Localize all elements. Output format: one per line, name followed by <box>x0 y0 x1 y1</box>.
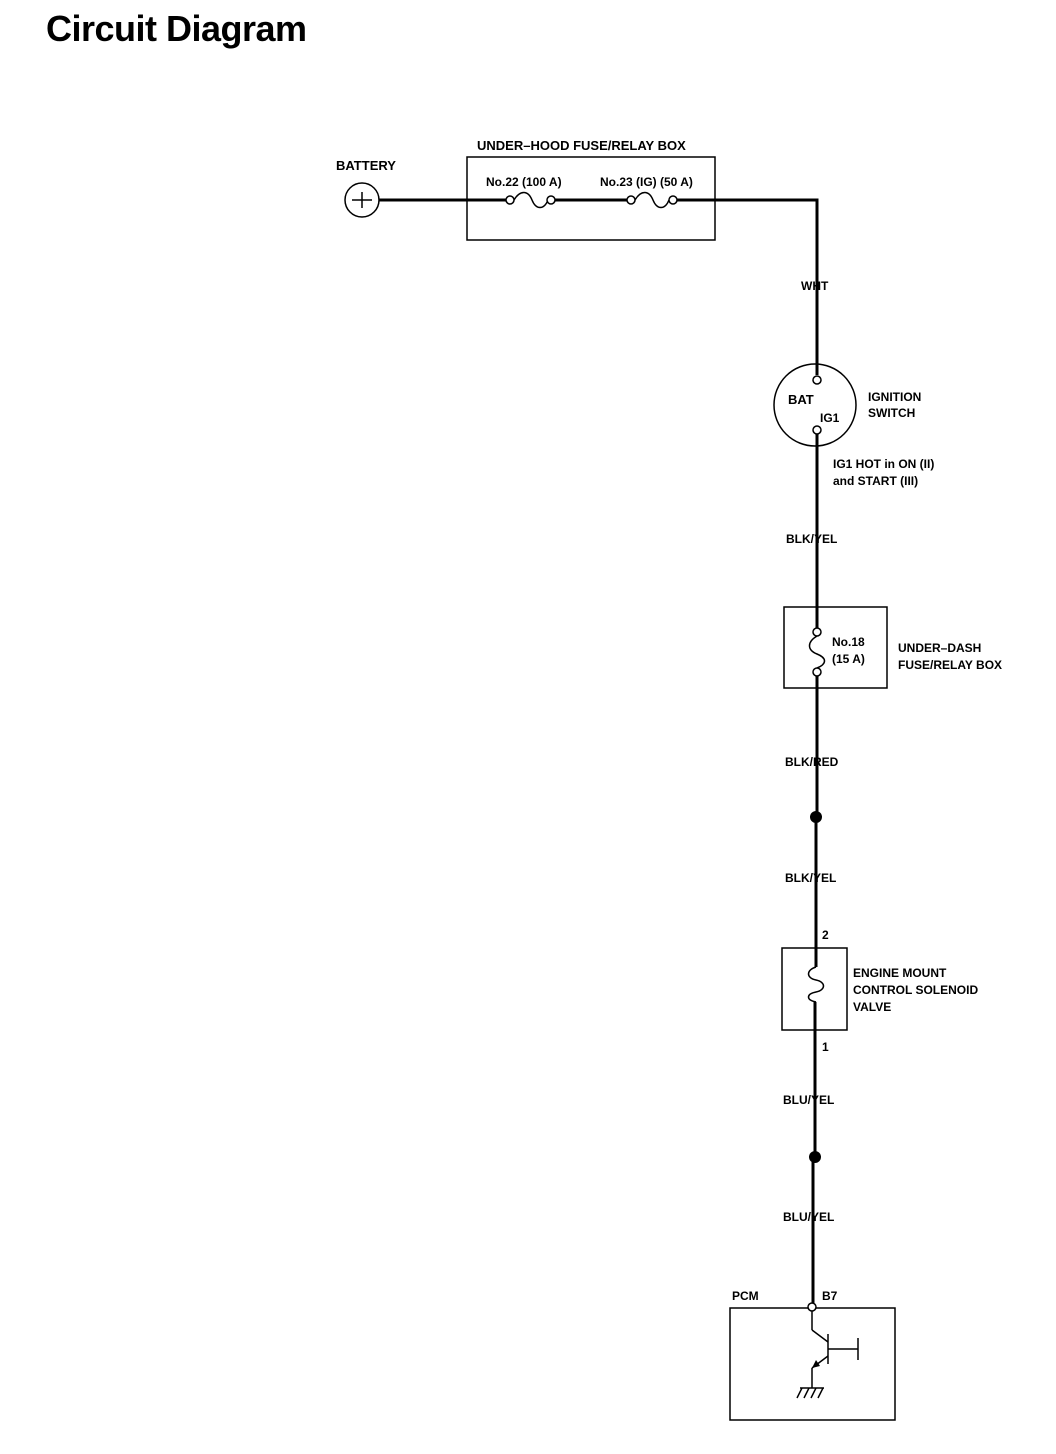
wire-label-blu-yel-2: BLU/YEL <box>783 1210 834 1224</box>
fuse22-label: No.22 (100 A) <box>486 175 562 189</box>
fuse18-symbol <box>808 627 826 677</box>
under-dash-box-label-2: FUSE/RELAY BOX <box>898 658 1002 672</box>
ignition-switch-label-2: SWITCH <box>868 406 915 420</box>
under-hood-box-label: UNDER–HOOD FUSE/RELAY BOX <box>477 138 686 153</box>
ig1-terminal-label: IG1 <box>820 411 840 425</box>
wire-label-blk-red: BLK/RED <box>785 755 839 769</box>
fuse23-label: No.23 (IG) (50 A) <box>600 175 693 189</box>
solenoid-label-3: VALVE <box>853 1000 891 1014</box>
ignition-switch-label-1: IGNITION <box>868 390 921 404</box>
ig1-terminal <box>812 425 822 435</box>
wire-wht <box>677 198 819 375</box>
ground-icon <box>796 1387 824 1399</box>
wire-label-blu-yel-1: BLU/YEL <box>783 1093 834 1107</box>
fuse22-symbol <box>505 191 556 209</box>
under-dash-box-label-1: UNDER–DASH <box>898 641 981 655</box>
wire-label-blk-yel-1: BLK/YEL <box>786 532 837 546</box>
page-title: Circuit Diagram <box>46 8 307 49</box>
battery-symbol <box>344 182 380 218</box>
solenoid-pin-1: 1 <box>822 1040 829 1054</box>
splice-point-2 <box>809 1151 821 1163</box>
solenoid-label-1: ENGINE MOUNT <box>853 966 947 980</box>
battery-label: BATTERY <box>336 158 396 173</box>
under-dash-fuse-box <box>783 606 888 689</box>
wire-label-wht: WHT <box>801 279 829 293</box>
ignition-switch-symbol <box>773 363 857 447</box>
solenoid-coil-symbol <box>807 966 825 1003</box>
wire-label-blk-yel-2: BLK/YEL <box>785 871 836 885</box>
ig1-note-2: and START (III) <box>833 474 918 488</box>
ig1-note-1: IG1 HOT in ON (II) <box>833 457 934 471</box>
fuse23-symbol <box>626 191 678 209</box>
fuse18-label-2: (15 A) <box>832 652 865 666</box>
pcm-pin-terminal <box>807 1302 817 1312</box>
bat-terminal-label: BAT <box>788 392 814 407</box>
transistor-symbol <box>811 1311 859 1388</box>
fuse18-label-1: No.18 <box>832 635 865 649</box>
solenoid-pin-2: 2 <box>822 928 829 942</box>
pcm-label: PCM <box>732 1289 759 1303</box>
bat-terminal <box>812 375 822 385</box>
pcm-pin-label: B7 <box>822 1289 838 1303</box>
solenoid-label-2: CONTROL SOLENOID <box>853 983 978 997</box>
